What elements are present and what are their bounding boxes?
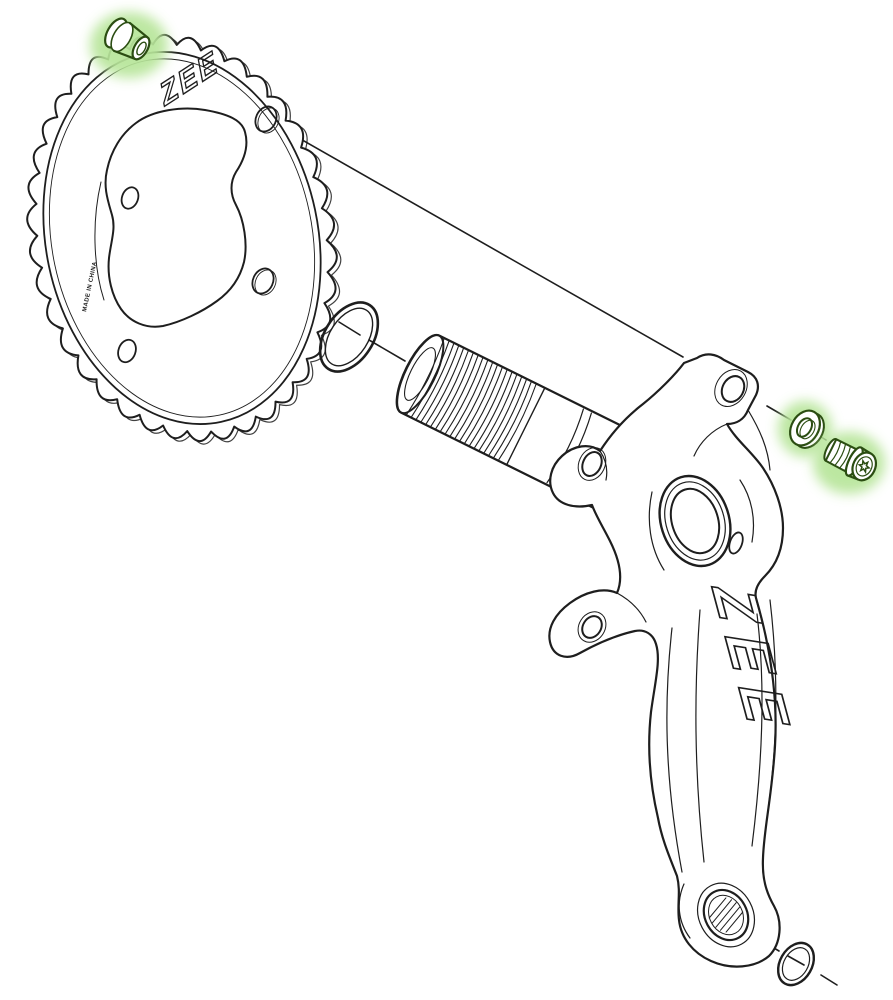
pedal-o-ring-outer xyxy=(776,941,816,987)
bolt-body-edges xyxy=(112,22,149,60)
spline-boundary xyxy=(505,387,546,466)
o-ring-spacer xyxy=(318,301,380,373)
left-arm-hole xyxy=(581,451,603,477)
chainring-bolt-holes xyxy=(117,105,280,364)
washer-hole-depth xyxy=(799,419,816,440)
chainring-teeth xyxy=(26,33,338,443)
axle-spline-serrations xyxy=(406,338,537,461)
right-crank-arm: ZEE xyxy=(548,353,806,968)
bolt-hole xyxy=(117,338,137,364)
right-arm-hole xyxy=(728,531,744,555)
chainring-bolt xyxy=(813,432,885,494)
pedal-threads xyxy=(708,897,744,933)
crank-arm-silhouette xyxy=(548,353,785,968)
lower-arm-hole xyxy=(581,615,603,639)
axle-end-face xyxy=(395,333,445,415)
pedal-thread-inner xyxy=(708,894,744,936)
torx-socket-icon xyxy=(857,458,871,475)
axle-end-chamfer xyxy=(404,347,436,401)
spindle-bore-outer xyxy=(658,474,732,568)
pedal-washer-o-ring xyxy=(776,941,816,987)
bolt-hole-depth xyxy=(254,269,277,296)
washer-hole xyxy=(795,417,814,438)
crank-contours xyxy=(599,409,777,939)
top-arm-rim xyxy=(714,369,748,407)
chainring-contour-arc xyxy=(94,181,105,301)
bolt-head-face xyxy=(851,451,878,482)
bolt-head-bevel xyxy=(855,456,873,477)
bolt-hole xyxy=(120,186,140,210)
washer-front xyxy=(788,409,822,447)
chainring-bolt-washer xyxy=(778,401,832,457)
left-arm-rim xyxy=(577,447,607,481)
spindle-bore-mid xyxy=(664,481,726,561)
top-arm-hole xyxy=(720,375,746,403)
chainring: ZEE MADE IN CHINA xyxy=(26,33,342,445)
pedal-thread-hole xyxy=(702,888,750,942)
lower-arm-rim xyxy=(577,611,607,643)
bolt-socket xyxy=(136,41,147,56)
o-ring-outer xyxy=(318,301,380,373)
pedal-boss-rim xyxy=(696,882,756,948)
spindle-bore-inner xyxy=(669,487,721,555)
pedal-o-ring-inner xyxy=(781,947,811,981)
chainring-center-opening xyxy=(104,107,248,328)
bolt-hole-depth xyxy=(257,107,280,134)
o-ring-inner xyxy=(324,307,374,367)
crank-arm-fixing-bolt xyxy=(90,12,168,78)
bolt-thread-lines xyxy=(829,441,856,471)
